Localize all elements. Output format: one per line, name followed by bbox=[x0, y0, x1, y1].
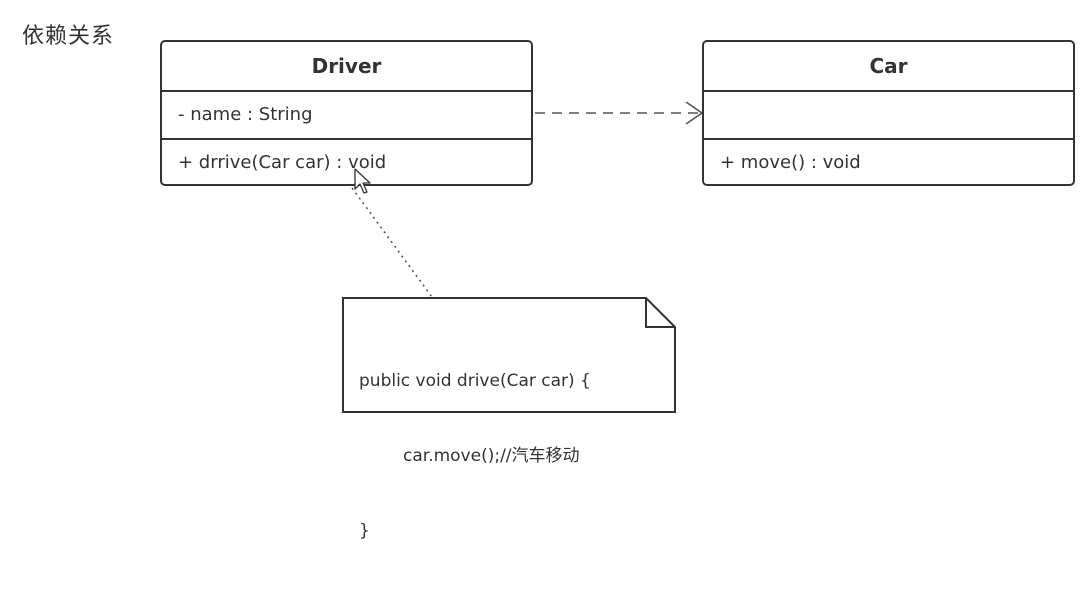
note-text: public void drive(Car car) { car.move();… bbox=[359, 319, 591, 594]
car-class-name: Car bbox=[704, 42, 1073, 92]
driver-method-drrive: + drrive(Car car) : void bbox=[178, 152, 387, 173]
note-fold-corner bbox=[645, 298, 675, 328]
driver-attribute-name: - name : String bbox=[178, 104, 313, 125]
car-attributes bbox=[704, 92, 1073, 140]
driver-methods: + drrive(Car car) : void bbox=[162, 140, 531, 184]
note-line: public void drive(Car car) { bbox=[359, 371, 591, 391]
code-note[interactable]: public void drive(Car car) { car.move();… bbox=[342, 297, 676, 541]
car-class-box[interactable]: Car + move() : void bbox=[702, 40, 1075, 186]
car-method-move: + move() : void bbox=[720, 152, 861, 173]
driver-class-box[interactable]: Driver - name : String + drrive(Car car)… bbox=[160, 40, 533, 186]
note-line: } bbox=[359, 521, 370, 541]
car-methods: + move() : void bbox=[704, 140, 1073, 184]
note-anchor-line bbox=[351, 187, 433, 298]
page-title: 依赖关系 bbox=[22, 24, 115, 49]
note-shape bbox=[342, 297, 676, 413]
driver-class-name: Driver bbox=[162, 42, 531, 92]
mouse-pointer-icon bbox=[354, 168, 371, 194]
driver-attributes: - name : String bbox=[162, 92, 531, 140]
note-line: car.move();//汽车移动 bbox=[403, 446, 580, 466]
